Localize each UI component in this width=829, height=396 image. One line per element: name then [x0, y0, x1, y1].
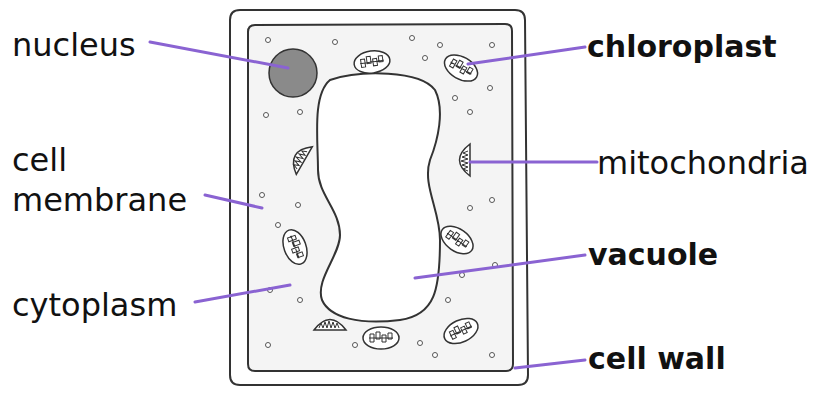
leader-line: [468, 47, 585, 64]
granule-dot: [490, 43, 495, 48]
chloroplast-body: [440, 313, 482, 348]
granule-dot: [266, 343, 271, 348]
mitochondrion-body: [314, 320, 346, 331]
granule-dot: [490, 198, 495, 203]
cell-membrane-outline: [248, 24, 513, 371]
granule-dot: [453, 96, 458, 101]
leader-line: [205, 195, 262, 208]
part-label: mitochondria: [597, 143, 829, 183]
chloroplast-grana: [359, 54, 384, 67]
granule-dot: [410, 36, 415, 41]
granule-dot: [298, 110, 303, 115]
granule-dot: [418, 341, 423, 346]
vacuole-outline: [317, 73, 440, 321]
leader-line: [515, 360, 585, 368]
chloroplast-shape: [279, 226, 312, 267]
granule-dot: [490, 353, 495, 358]
nucleus-shape: [269, 49, 317, 97]
mitochondrion-shape: [287, 141, 312, 174]
part-label: nucleus: [12, 25, 212, 65]
chloroplast-body: [353, 49, 392, 76]
leader-lines: [150, 42, 597, 368]
part-label: cell wall: [588, 339, 828, 379]
part-label: cytoplasm: [12, 285, 252, 325]
mitochondrion-shape: [314, 320, 346, 331]
leader-line: [470, 161, 597, 164]
mitochondrion-cristae: [291, 148, 307, 169]
granule-dot: [296, 203, 301, 208]
granule-dot: [446, 298, 451, 303]
chloroplast-body: [279, 226, 312, 267]
granule-dot: [488, 86, 493, 91]
granule-dot: [353, 343, 358, 348]
chloroplast-grana: [445, 228, 470, 250]
cytoplasm-granules: [260, 36, 498, 358]
chloroplast-grana: [369, 332, 393, 342]
mitochondrion-cristae: [461, 151, 468, 171]
part-label: chloroplast: [587, 27, 827, 67]
chloroplast-grana: [287, 234, 305, 260]
leader-line: [195, 285, 290, 302]
granule-dot: [266, 38, 271, 43]
chloroplast-grana: [448, 320, 474, 339]
granule-dot: [423, 56, 428, 61]
chloroplast-shape: [363, 327, 399, 349]
granule-dot: [468, 206, 473, 211]
mitochondrion-body: [287, 141, 312, 174]
granule-dot: [276, 223, 281, 228]
chloroplast-body: [436, 221, 478, 260]
chloroplast-shape: [440, 49, 482, 86]
chloroplast-shape: [440, 313, 482, 348]
mitochondrion-body: [460, 144, 471, 176]
granule-dot: [468, 110, 473, 115]
granule-dot: [438, 43, 443, 48]
part-label: vacuole: [588, 235, 828, 275]
leader-line: [150, 42, 288, 68]
granule-dot: [264, 113, 269, 118]
leader-line: [415, 255, 585, 278]
chloroplast-body: [440, 49, 482, 86]
mitochondrion-shape: [460, 144, 471, 176]
chloroplast-shape: [353, 49, 392, 76]
chloroplast-shape: [436, 221, 478, 260]
part-label: cell membrane: [12, 140, 212, 220]
chloroplast-body: [363, 327, 399, 349]
granule-dot: [298, 298, 303, 303]
granule-dot: [260, 193, 265, 198]
granule-dot: [333, 40, 338, 45]
mitochondrion-cristae: [319, 321, 339, 328]
granule-dot: [433, 353, 438, 358]
chloroplast-grana: [449, 57, 475, 78]
